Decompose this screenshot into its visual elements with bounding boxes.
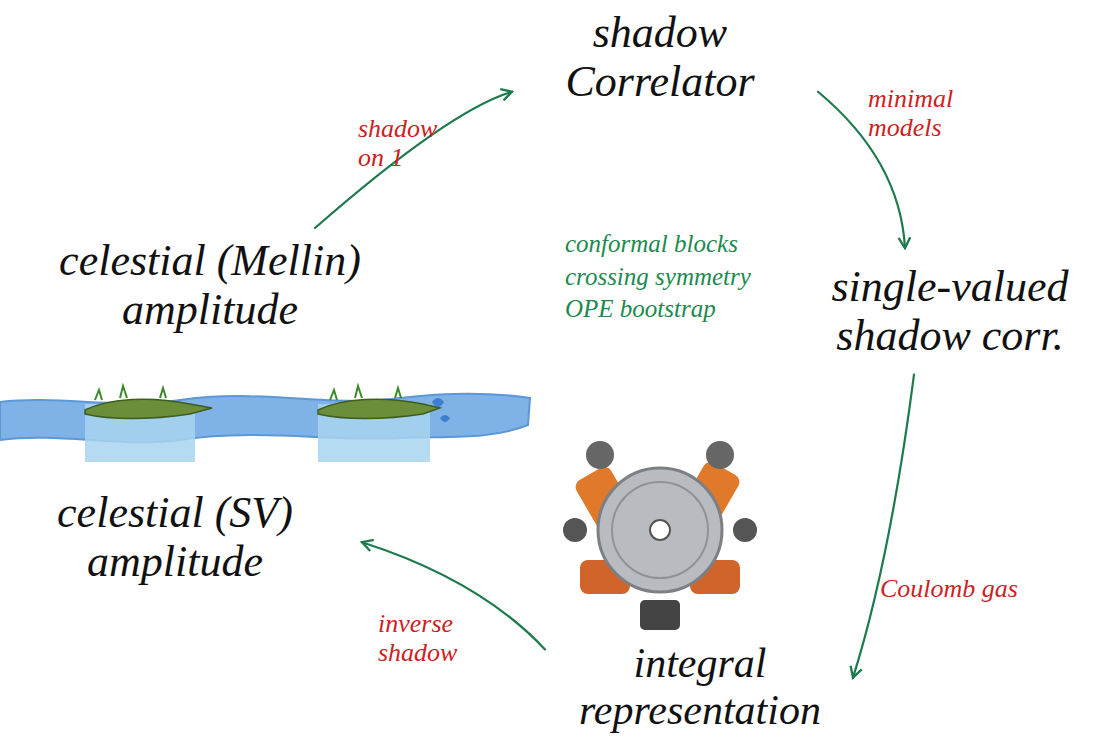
splash: [432, 398, 450, 422]
node-text: celestial (Mellin) amplitude: [20, 236, 400, 335]
crocodile: [85, 386, 212, 419]
edge-label: shadow on 1: [358, 115, 448, 172]
node-text: integral representation: [555, 640, 845, 734]
method-list: conformal blockscrossing symmetryOPE boo…: [565, 228, 751, 326]
single-valued-node: single-valued shadow corr.: [800, 262, 1100, 361]
edge-label: Coulomb gas: [880, 575, 1040, 604]
method-label: conformal blocks: [565, 228, 751, 261]
method-label: crossing symmetry: [565, 261, 751, 294]
node-text: celestial (SV) amplitude: [10, 488, 340, 587]
node-text: single-valued shadow corr.: [800, 262, 1100, 361]
curved-arrow: [853, 375, 914, 678]
integral-node: integral representation: [555, 640, 845, 734]
crocodile: [318, 386, 440, 419]
power-tools: [563, 441, 757, 630]
shadow-correlator: shadow Correlator: [520, 8, 800, 107]
node-text: shadow Correlator: [520, 8, 800, 107]
celestial-sv-node: celestial (SV) amplitude: [10, 488, 340, 587]
river: [0, 394, 530, 443]
curved-arrow: [315, 92, 512, 228]
method-label: OPE bootstrap: [565, 293, 751, 326]
edge-label: inverse shadow: [378, 610, 538, 667]
edge-label: minimal models: [868, 85, 1028, 142]
celestial-mellin-node: celestial (Mellin) amplitude: [20, 236, 400, 335]
